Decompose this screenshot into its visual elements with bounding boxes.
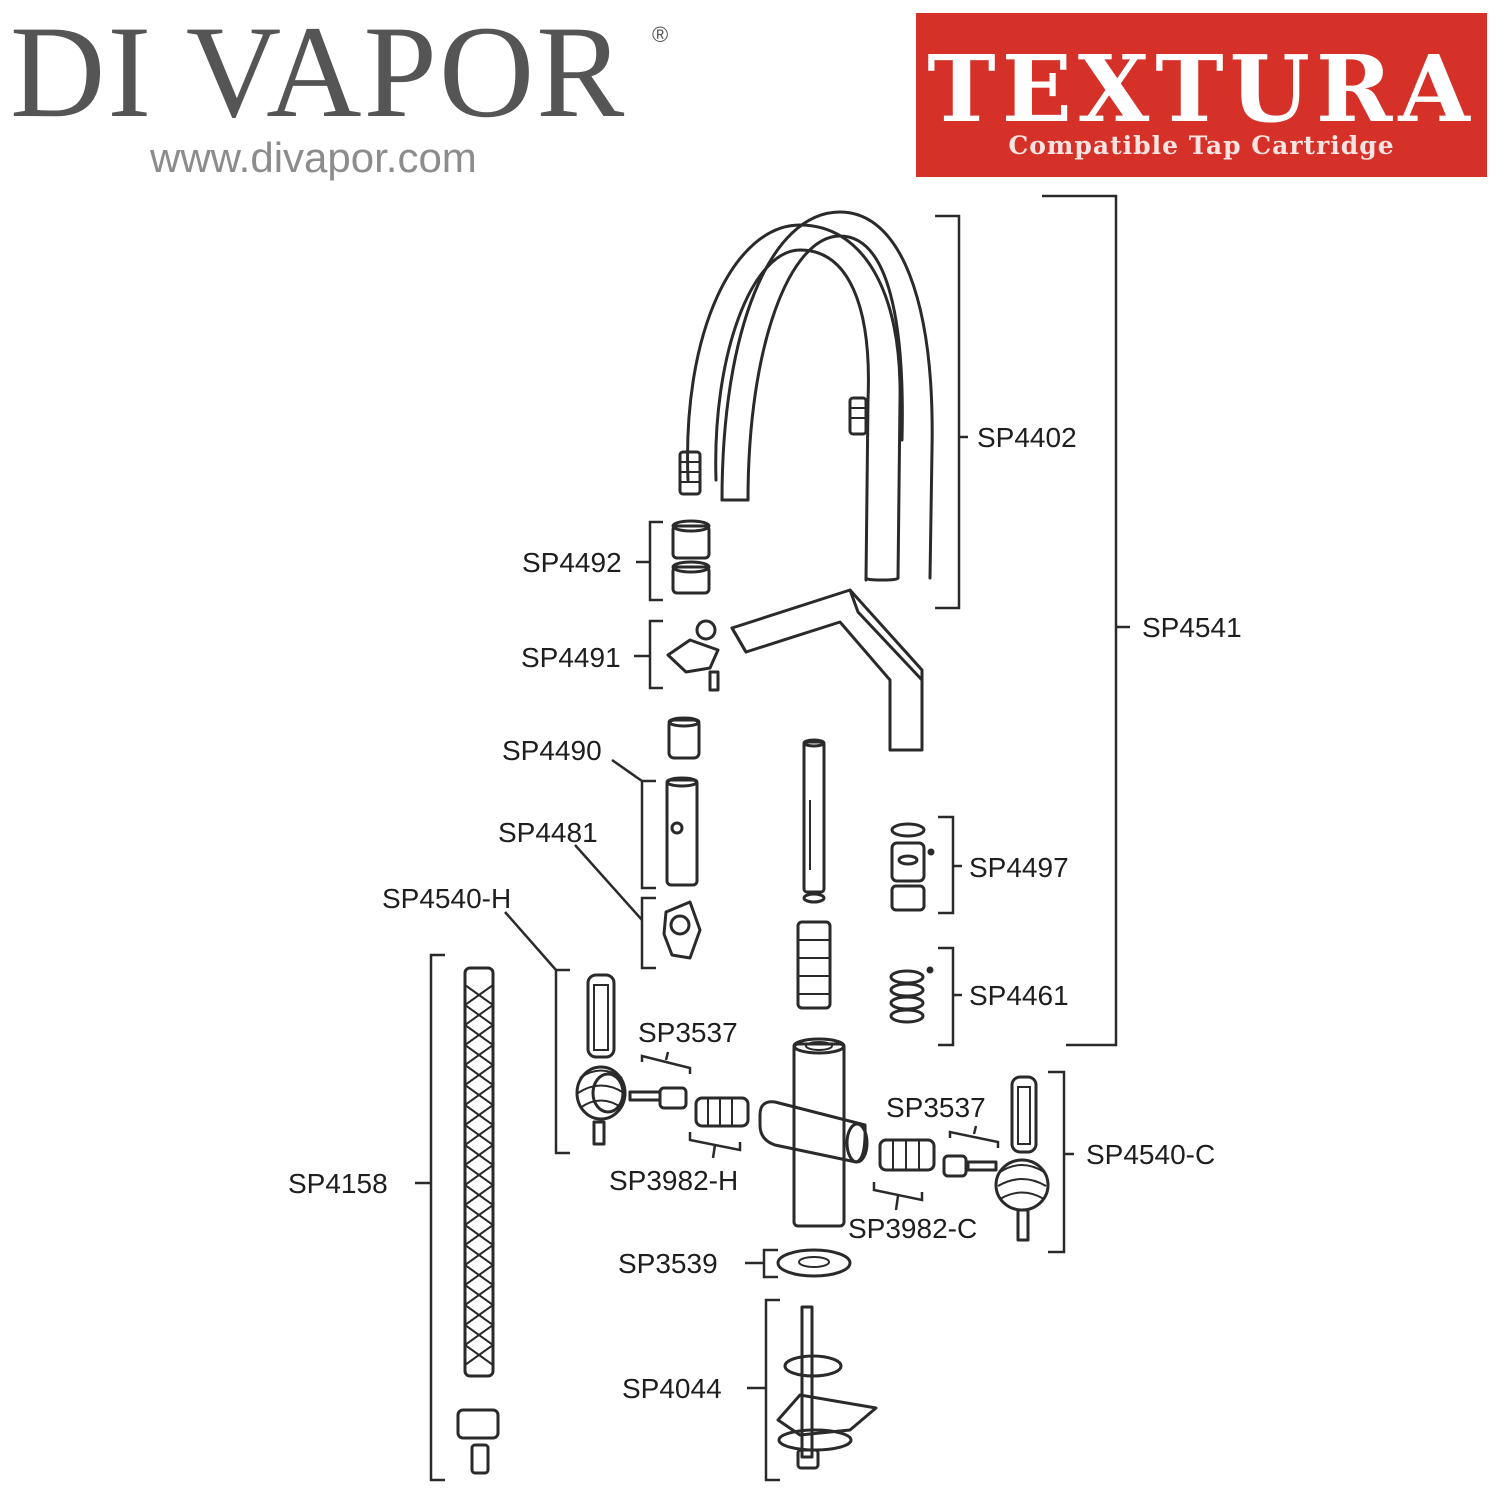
textura-banner: TEXTURA Compatible Tap Cartridge [916,13,1487,177]
label-sp4540h: SP4540-H [382,883,511,914]
brand-logo-text: DI VAPOR [10,0,627,145]
bracket-sp3982h [688,1132,742,1159]
bracket-sp3982c [872,1182,924,1211]
bracket-sp4402 [935,214,968,610]
banner-title: TEXTURA [927,35,1476,143]
bracket-sp4491 [634,619,663,690]
sp4497-part [890,822,935,912]
bracket-sp3539 [745,1248,778,1279]
bracket-sp3537a [640,1051,692,1074]
registered-mark: ® [652,22,669,47]
label-sp4158: SP4158 [288,1168,388,1199]
bracket-sp4481 [574,844,656,970]
label-sp4490: SP4490 [502,735,602,766]
bracket-sp4044 [747,1298,780,1482]
sp4492-part [671,519,711,595]
sp4044-fixing-part [776,1305,878,1470]
sp3539-washer-part [776,1248,852,1278]
sp4158-braided-hose-part [456,966,500,1475]
sp4461-part [889,966,934,1024]
label-sp4491: SP4491 [521,642,621,673]
bracket-sp4158 [415,953,445,1482]
sp4491-part [666,619,720,692]
label-sp3539: SP3539 [618,1248,718,1279]
left-handle-parts [575,973,750,1146]
sp4490-part [667,716,701,760]
label-sp3537-right: SP3537 [886,1092,986,1123]
label-sp4541: SP4541 [1142,612,1242,643]
bracket-sp4540h [504,911,570,1155]
label-sp4461: SP4461 [969,980,1069,1011]
bracket-sp4490 [611,758,656,890]
bracket-sp4497 [938,815,962,915]
right-handle-parts [878,1075,1050,1242]
label-sp3982c: SP3982-C [848,1213,977,1244]
tap-body-part [758,1037,869,1228]
label-sp4402: SP4402 [977,422,1077,453]
bracket-sp4540c [1048,1070,1074,1254]
brand-logo: DI VAPOR [10,6,626,138]
label-sp4540c: SP4540-C [1086,1139,1215,1170]
label-sp4497: SP4497 [969,852,1069,883]
website-url: www.divapor.com [150,134,477,181]
spout-body-part [730,588,924,752]
bracket-sp4492 [636,520,663,602]
bracket-sp3537b [948,1125,1000,1148]
label-sp3537-left: SP3537 [638,1017,738,1048]
banner-subtitle: Compatible Tap Cartridge [1008,131,1395,160]
label-sp4044: SP4044 [622,1373,722,1404]
sp4481-part [665,776,699,887]
sp4540h-cartridge-part [662,900,702,960]
label-sp4481: SP4481 [498,817,598,848]
central-valve-part [796,920,832,1010]
label-sp3982h: SP3982-H [609,1165,738,1196]
bracket-sp4461 [938,946,962,1047]
bracket-sp4541 [1042,194,1130,1047]
spout-hose-part [678,210,934,582]
label-sp4492: SP4492 [522,547,622,578]
central-stem-part [802,738,826,904]
